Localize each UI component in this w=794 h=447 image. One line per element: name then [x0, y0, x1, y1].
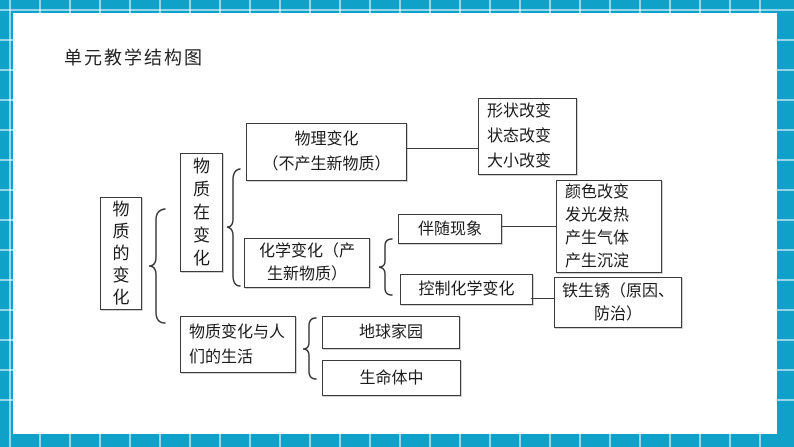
- node-in-living-body: 生命体中: [322, 360, 461, 396]
- node-label-line: （不产生新物质）: [262, 156, 391, 173]
- node-label-line: 物质变化与人: [189, 323, 286, 341]
- node-matter-and-life: 物质变化与人 们的生活: [180, 316, 296, 373]
- node-label-line: 物理变化: [294, 131, 359, 148]
- node-phenomena-examples: 颜色改变 发光发热 产生气体 产生沉淀: [556, 180, 662, 273]
- node-earth-home: 地球家园: [322, 316, 460, 349]
- connector-physical-examples: [407, 148, 478, 149]
- node-label: 伴随现象: [417, 220, 482, 238]
- node-iron-rust: 铁生锈（原因、 防治）: [554, 277, 682, 328]
- node-label: 地球家园: [358, 324, 423, 341]
- node-label-line: 大小改变: [487, 153, 552, 170]
- connector-phenomena-examples: [502, 226, 556, 227]
- node-label-line: 们的生活: [189, 348, 254, 366]
- node-label-line: 防治）: [593, 305, 642, 323]
- node-label-line: 产生沉淀: [565, 252, 630, 270]
- node-changes-of-matter: 物质的变化: [100, 197, 142, 310]
- node-label-line: 形状改变: [487, 103, 552, 120]
- brace-life-children-icon: [302, 317, 317, 380]
- brace-chemical-children-icon: [378, 238, 393, 296]
- node-matter-is-changing: 物质在变化: [180, 153, 223, 272]
- brace-changing-children-icon: [226, 168, 241, 287]
- node-label-line: 产生气体: [565, 229, 630, 247]
- node-label-line: 状态改变: [487, 128, 552, 145]
- node-label-line: 发光发热: [565, 206, 630, 224]
- node-physical-change: 物理变化 （不产生新物质）: [246, 123, 407, 181]
- brace-root-children-icon: [148, 208, 166, 324]
- node-chemical-change: 化学变化（产 生新物质）: [244, 238, 370, 288]
- node-label-line: 化学变化（产: [258, 243, 355, 260]
- node-accompanying-phenomena: 伴随现象: [398, 214, 502, 244]
- node-label: 生命体中: [359, 369, 424, 387]
- node-label-line: 铁生锈（原因、: [561, 282, 674, 300]
- node-label: 物质的变化: [112, 199, 130, 307]
- node-label-line: 生新物质）: [266, 266, 347, 283]
- connector-control-rust: [531, 298, 554, 299]
- node-control-chemical-change: 控制化学变化: [400, 274, 533, 305]
- node-label: 控制化学变化: [418, 281, 515, 298]
- page-title: 单元教学结构图: [64, 48, 204, 68]
- node-label: 物质在变化: [192, 157, 210, 268]
- node-label-line: 颜色改变: [565, 183, 630, 201]
- node-physical-examples: 形状改变 状态改变 大小改变: [478, 98, 577, 175]
